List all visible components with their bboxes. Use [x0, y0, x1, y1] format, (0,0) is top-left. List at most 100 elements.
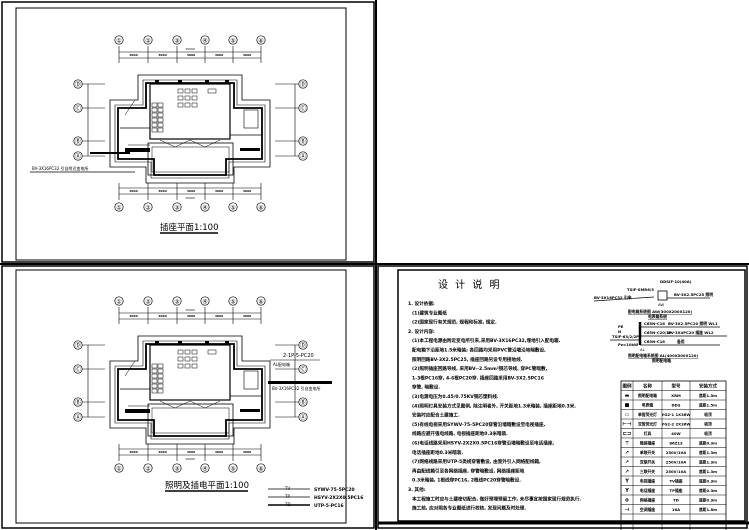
porch-inner — [151, 146, 230, 173]
seat — [157, 107, 164, 113]
main-hall-wall — [149, 83, 231, 140]
note-line: 1-3根PC16穿, 4-6根PC20穿. 插座回路采用BV-3X2.5PC16 — [412, 374, 544, 381]
dimension-text: 3000 — [243, 53, 251, 57]
axis-label: Ⓑ — [300, 399, 306, 407]
dimension-text: 3000 — [187, 189, 195, 193]
table-header: 安装方式 — [699, 383, 717, 390]
table-cell: 双联开关 — [639, 460, 655, 465]
table-cell: 双管荧光灯 — [637, 422, 657, 427]
table-cell: DDS — [671, 403, 680, 408]
table-cell: YG2-1 1X36W — [660, 412, 691, 417]
table-cell: 250V/10A — [666, 460, 687, 465]
axis-label: ① — [116, 466, 121, 473]
seat — [191, 102, 198, 108]
axis-label: Ⓐ — [300, 153, 306, 161]
dimension-text: 3000 — [158, 53, 166, 57]
building-outline-inner — [114, 79, 266, 179]
dimension-text: 3000 — [243, 450, 251, 454]
seat — [184, 349, 191, 355]
seat — [184, 102, 191, 108]
wiring — [124, 360, 136, 377]
axis-bubble — [228, 202, 238, 212]
note-line: 穿管, 暗敷设. — [412, 384, 440, 391]
note-line: 0.3米暗装, 1根线穿PC16, 2根线PC20穿管暗敷设. — [412, 477, 521, 484]
seat — [151, 388, 158, 394]
seat — [157, 373, 164, 379]
axis-bubble — [172, 35, 182, 45]
table-cell: 86Z13 — [669, 441, 683, 446]
axis-label: Ⓐ — [75, 153, 81, 161]
note-line: (5)有线电视采用SYWV-75-5PC20穿管沿墙暗敷设至电视插座, — [412, 421, 546, 428]
legend-text: UTP-5-PC16 — [314, 503, 344, 509]
dimension-text: 3000 — [129, 189, 137, 193]
branch-breaker: C65N-C16 — [644, 339, 665, 344]
note-line: 照明回路BV-3X2.5PC25, 插座回路另设专用接地线. — [412, 356, 523, 363]
building-outline — [109, 74, 271, 184]
axis-label: ⑥ — [258, 205, 263, 212]
legend-symbol: TP — [284, 494, 290, 499]
system-incoming: BV-3X16PC32 引来 — [594, 295, 632, 300]
porch — [147, 403, 234, 437]
table-cell: 底距0.3m — [698, 441, 717, 446]
note-line: (6)电话线路采用HSYV-2X2X0.5PC16穿管沿墙暗敷设至电话插座, — [412, 440, 554, 447]
table-cell: 三联开关 — [640, 469, 655, 474]
distribution-box — [240, 409, 260, 412]
dimension-text: 3000 — [129, 53, 137, 57]
axis-bubble — [114, 202, 124, 212]
socket-plan-frame — [15, 7, 347, 261]
axis-bubble — [228, 463, 238, 473]
note-line: (2)照明插座回路导线, 采用BV--2.5mm²铜芯导线, 穿PC管暗敷, — [412, 365, 548, 372]
axis-bubble — [172, 463, 182, 473]
axis-label: ④ — [202, 205, 207, 212]
outlet — [155, 80, 159, 83]
table-cell: 电表箱 — [642, 403, 654, 408]
branch-line: 备用 — [676, 339, 685, 344]
table-cell: 暗装插座 — [640, 441, 655, 446]
seat — [157, 122, 164, 128]
seat — [157, 388, 164, 394]
axis-bubble — [298, 79, 308, 89]
note-line: 配电箱下沿距地1.5米暗装; 各回路均采用PVC管沿墙沿地暗敷设, — [412, 347, 546, 354]
system-in-label: TSIF-63/2/2P — [612, 334, 639, 339]
wiring — [159, 139, 221, 148]
system-caption4: 照明配电箱 — [652, 358, 671, 363]
axis-bubble — [298, 397, 308, 407]
dimension-text: 3000 — [215, 314, 223, 318]
legend-symbol-icon: Y — [624, 488, 629, 494]
axis-label: ⑤ — [230, 299, 235, 306]
distribution-box — [240, 148, 260, 151]
axis-label: Ⓑ — [300, 138, 306, 146]
total-dimension: 15000 — [185, 308, 195, 312]
seat — [151, 127, 158, 133]
axis-label: Ⓐ — [75, 414, 81, 422]
seat — [157, 112, 164, 118]
axis-label: Ⓓ — [75, 342, 81, 350]
legend-symbol-icon: ↗ — [625, 469, 629, 475]
note-line: 再由配线箱引至各网络插座, 穿管暗敷设, 网络插座距地 — [412, 467, 525, 474]
axis-label: ① — [116, 38, 121, 45]
table-cell: 40W — [671, 431, 681, 436]
legend-symbol-icon: ⊢⊣ — [622, 422, 631, 428]
axis-label: ② — [145, 38, 151, 45]
seat — [151, 368, 158, 374]
seat — [157, 378, 164, 384]
seat — [177, 102, 184, 108]
legend-symbol: TV — [284, 486, 290, 491]
seat — [191, 356, 198, 362]
note-line: (3)电源电压为0.45/0.75KV铜芯塑料线. — [412, 393, 499, 400]
axis-bubble — [73, 151, 83, 161]
note-line: 施工前, 应对照各专业图纸进行校核, 发现问题及时处理. — [411, 505, 526, 512]
table-cell: 底距0.3m — [698, 498, 717, 503]
seat — [191, 349, 198, 355]
note-line: 2. 设计内容: — [408, 328, 435, 335]
seat — [157, 368, 164, 374]
legend-symbol-icon: ↗ — [625, 460, 629, 466]
table-cell: 吸顶 — [704, 431, 712, 436]
table-cell: YG2-2 2X36W — [660, 422, 691, 427]
outlet — [205, 80, 209, 83]
axis-bubble — [298, 364, 308, 374]
system-in-label: N — [618, 329, 621, 334]
seat — [207, 349, 217, 355]
seat — [177, 356, 184, 362]
